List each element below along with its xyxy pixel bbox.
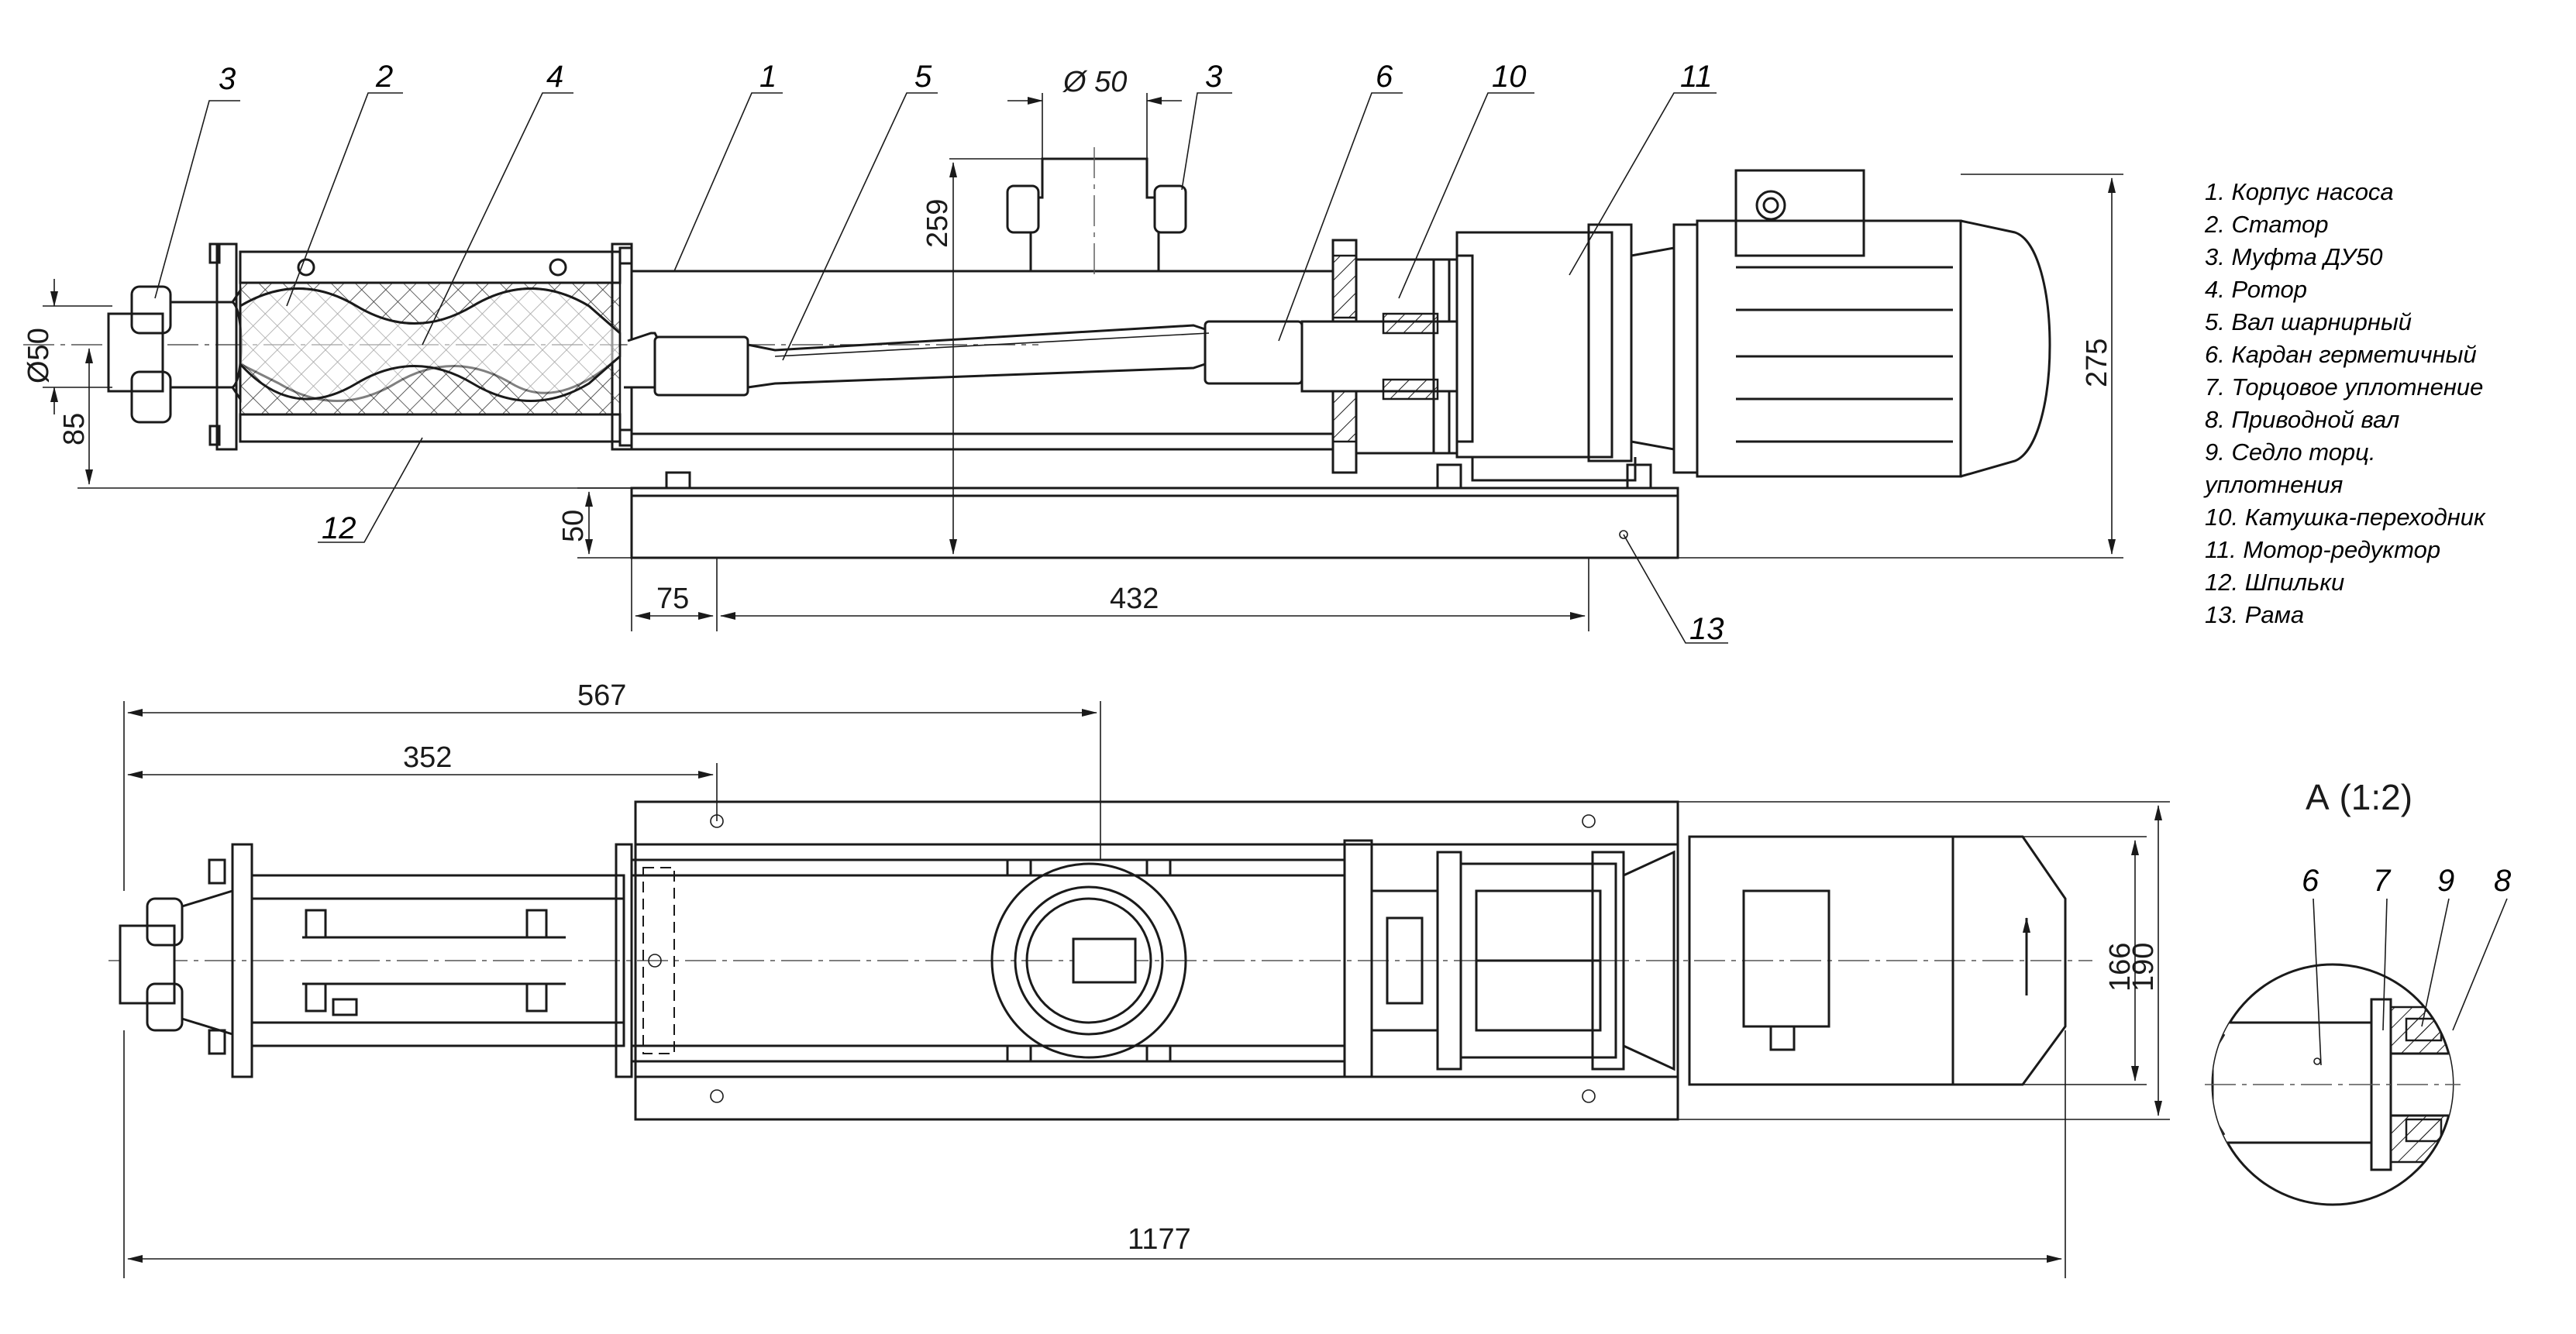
callout-3-top: 3 [1205,60,1222,94]
legend-item-8: 8. Приводной вал [2205,406,2399,433]
detail-label-8: 8 [2494,864,2512,898]
dim-275: 275 [2081,339,2113,387]
dim-567: 567 [577,679,626,712]
dim-85: 85 [58,413,91,445]
legend-item-3: 3. Муфта ДУ50 [2205,243,2383,270]
callout-2: 2 [375,60,393,94]
legend-item-5: 5. Вал шарнирный [2205,308,2412,335]
callout-6: 6 [1376,60,1393,94]
callout-10: 10 [1492,60,1527,94]
detail-label-9: 9 [2437,864,2454,898]
dimensions: Ø 50 259 275 Ø50 85 50 75 432 [22,66,2170,1278]
legend-item-13: 13. Рама [2205,601,2304,628]
callout-3-left: 3 [219,62,236,96]
detail-label-6: 6 [2302,864,2319,898]
callout-5: 5 [914,60,932,94]
dim-phi50-side: Ø50 [22,328,55,383]
legend-item-9: 9. Седло торц. [2205,438,2376,466]
dim-432: 432 [1110,583,1159,615]
callout-leaders: 3 2 4 1 5 3 6 10 11 12 13 6 7 9 8 [154,60,2512,1066]
callout-12: 12 [322,511,356,545]
side-view [23,147,2051,559]
callout-13: 13 [1689,612,1724,646]
dim-1177: 1177 [1128,1223,1191,1256]
side-shaft [624,320,1303,397]
legend-item-4: 4. Ротор [2205,276,2307,303]
legend-item-7: 7. Торцовое уплотнение [2205,373,2483,401]
legend-item-10: 10. Катушка-переходник [2205,504,2486,531]
dim-259: 259 [921,199,954,248]
callout-4: 4 [546,60,563,94]
side-body [618,147,1334,451]
callout-11: 11 [1680,60,1713,94]
legend-item-1: 1. Корпус насоса [2205,178,2394,205]
legend-item-2: 2. Статор [2204,211,2329,238]
callout-1: 1 [759,60,777,94]
legend-item-12: 12. Шпильки [2205,569,2344,596]
side-frame [630,463,1679,559]
detail-title: А (1:2) [2306,777,2412,817]
detail-label-7: 7 [2373,864,2392,898]
top-view [108,800,2092,1121]
legend-item-6: 6. Кардан герметичный [2205,341,2477,368]
legend-item-11: 11. Мотор-редуктор [2205,536,2440,563]
side-muff [107,285,243,424]
dim-50: 50 [557,510,590,542]
parts-legend: 1. Корпус насоса 2. Статор 3. Муфта ДУ50… [2203,178,2486,628]
dim-phi50-top: Ø 50 [1062,66,1127,98]
dim-190: 190 [2127,943,2160,992]
dim-352: 352 [403,741,452,774]
side-adapter [1300,239,1458,474]
dim-166: 166 [2104,943,2137,992]
side-motor [1455,169,2051,482]
dim-75: 75 [656,583,689,615]
legend-item-9b: уплотнения [2203,471,2343,498]
side-stator [208,242,633,451]
detail-a [2205,963,2461,1206]
